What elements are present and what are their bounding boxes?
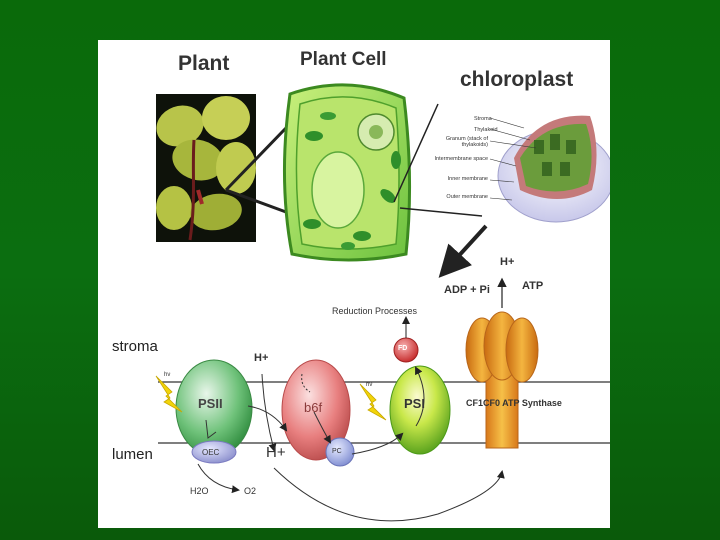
electron-arrow-psii-b6f bbox=[247, 405, 288, 432]
zoom-arrow bbox=[438, 224, 488, 278]
hv-label-2: hν bbox=[366, 382, 373, 388]
electron-arrow-psi-fd bbox=[415, 366, 425, 427]
pointer-line-plant-cell-1 bbox=[224, 126, 288, 192]
h-plus-lumen-label: H+ bbox=[266, 444, 286, 461]
label-thylakoid: Thylakoid bbox=[474, 127, 498, 133]
lumen-label: lumen bbox=[112, 446, 153, 463]
label-stroma-part: Stroma bbox=[474, 116, 492, 122]
adp-pi-label: ADP + Pi bbox=[444, 284, 490, 296]
pc-label: PC bbox=[332, 448, 342, 455]
stroma-label: stroma bbox=[112, 338, 158, 355]
hv-label-1: hν bbox=[164, 372, 171, 378]
b6f-complex bbox=[281, 359, 351, 461]
atp-label: ATP bbox=[522, 280, 544, 292]
electron-arrow-pc-psi bbox=[351, 432, 404, 455]
label-intermembrane: Intermembrane space bbox=[434, 156, 489, 162]
atp-synthase bbox=[465, 311, 539, 449]
pointer-line-cell-chloro-2 bbox=[399, 207, 483, 217]
oec-label: OEC bbox=[202, 448, 220, 457]
diagram-artwork bbox=[155, 83, 610, 522]
b6f-label: b6f bbox=[304, 400, 323, 415]
h2o-label: H2O bbox=[190, 486, 209, 496]
label-outer-membrane: Outer membrane bbox=[446, 194, 488, 200]
h-plus-pump-arrow bbox=[261, 373, 277, 452]
plant-cell-illustration bbox=[282, 83, 412, 262]
light-bolt-psii bbox=[155, 375, 183, 413]
oec-complex bbox=[191, 440, 237, 464]
h-plus-top-label: H+ bbox=[500, 256, 515, 268]
pointer-line-plant-cell-2 bbox=[225, 188, 287, 214]
water-split-arrow bbox=[197, 463, 240, 494]
psi-complex bbox=[389, 365, 451, 455]
pointer-line-cell-chloro-1 bbox=[393, 103, 439, 203]
return-electron-arrow bbox=[273, 467, 505, 522]
reduction-processes-label: Reduction Processes bbox=[332, 306, 418, 316]
label-inner-membrane: Inner membrane bbox=[447, 176, 488, 182]
slide-panel: Plant Plant Cell chloroplast Stroma Thyl… bbox=[98, 40, 610, 528]
plant-title: Plant bbox=[178, 52, 230, 75]
plant-photo bbox=[156, 94, 256, 242]
atp-synthase-label: CF1CF0 ATP Synthase bbox=[466, 398, 562, 408]
label-granum: Granum (stack of thylakoids) bbox=[445, 136, 488, 148]
light-bolt-psi bbox=[359, 383, 387, 421]
plant-cell-title: Plant Cell bbox=[300, 49, 387, 70]
o2-label: O2 bbox=[244, 486, 257, 496]
pc-carrier bbox=[325, 437, 355, 467]
chloroplast-title: chloroplast bbox=[460, 68, 574, 91]
fd-label: FD bbox=[398, 345, 408, 352]
chloroplast-illustration bbox=[497, 115, 610, 223]
chloroplast-leader-lines bbox=[489, 117, 537, 201]
h-plus-stroma-label: H+ bbox=[254, 352, 269, 364]
psi-label: PSI bbox=[404, 396, 425, 411]
psii-label: PSII bbox=[198, 396, 223, 411]
